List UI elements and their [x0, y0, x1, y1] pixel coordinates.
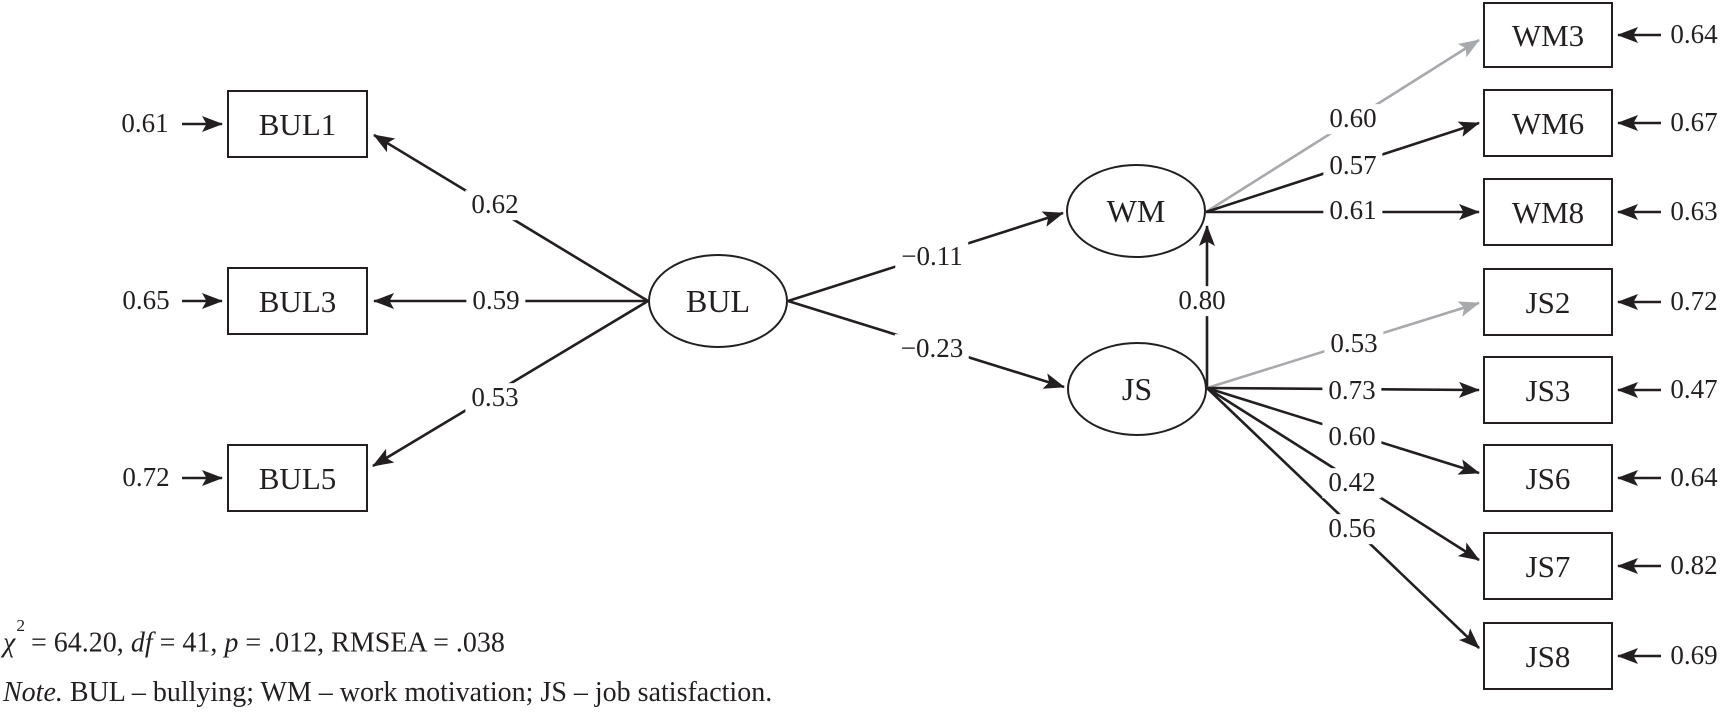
- indicator-label-js3: JS3: [1525, 372, 1571, 408]
- indicator-label-wm3: WM3: [1511, 17, 1585, 53]
- indicator-box-js8: JS8: [1483, 622, 1613, 690]
- indicator-box-wm8: WM8: [1483, 178, 1613, 246]
- error-value-bul1: 0.61: [121, 108, 169, 139]
- fit-part2: = 41,: [152, 627, 225, 659]
- indicator-label-js7: JS7: [1525, 548, 1571, 584]
- fit-part1: = 64.20,: [24, 627, 131, 659]
- indicator-label-js2: JS2: [1525, 284, 1571, 320]
- error-value-bul3: 0.65: [122, 285, 170, 316]
- error-value-wm8: 0.63: [1670, 196, 1718, 227]
- chi-symbol: χ: [3, 627, 16, 659]
- indicator-box-bul5: BUL5: [227, 444, 368, 512]
- error-value-js8: 0.69: [1670, 640, 1718, 671]
- df-symbol: df: [130, 627, 153, 659]
- indicator-box-js3: JS3: [1483, 356, 1613, 424]
- error-value-js2: 0.72: [1670, 286, 1718, 317]
- path-value-bul-js: −0.23: [894, 333, 970, 364]
- indicator-box-js2: JS2: [1483, 268, 1613, 336]
- latent-label-js: JS: [1121, 371, 1153, 407]
- fit-statistics: χ2 = 64.20, df = 41, p = .012, RMSEA = .…: [3, 616, 505, 660]
- loading-value-bul5: 0.53: [465, 382, 525, 413]
- error-value-wm3: 0.64: [1670, 19, 1718, 50]
- indicator-box-js7: JS7: [1483, 532, 1613, 600]
- loading-value-js6: 0.60: [1322, 421, 1382, 452]
- indicator-label-bul3: BUL3: [258, 283, 337, 319]
- loading-value-js7: 0.42: [1322, 467, 1382, 498]
- indicator-label-js8: JS8: [1525, 638, 1571, 674]
- loading-value-wm8: 0.61: [1323, 195, 1383, 226]
- indicator-box-bul1: BUL1: [227, 90, 368, 158]
- error-value-js3: 0.47: [1670, 374, 1718, 405]
- loading-value-js8: 0.56: [1322, 513, 1382, 544]
- indicator-label-wm8: WM8: [1511, 194, 1585, 230]
- loading-value-bul1: 0.62: [465, 189, 525, 220]
- indicator-box-bul3: BUL3: [227, 267, 368, 335]
- path-value-js-wm: 0.80: [1172, 285, 1232, 316]
- p-symbol: p: [224, 627, 239, 659]
- chi-superscript: 2: [16, 616, 26, 636]
- latent-label-wm: WM: [1106, 193, 1166, 229]
- indicator-label-bul1: BUL1: [258, 106, 337, 142]
- indicator-label-js6: JS6: [1525, 460, 1571, 496]
- error-value-js6: 0.64: [1670, 462, 1718, 493]
- indicator-box-js6: JS6: [1483, 444, 1613, 512]
- latent-ellipse-wm: WM: [1066, 164, 1206, 258]
- error-value-js7: 0.82: [1670, 550, 1718, 581]
- figure-note: Note. BUL – bullying; WM – work motivati…: [3, 677, 772, 709]
- loading-value-js3: 0.73: [1322, 375, 1382, 406]
- indicator-box-wm6: WM6: [1483, 89, 1613, 157]
- latent-label-bul: BUL: [686, 283, 750, 319]
- error-value-wm6: 0.67: [1670, 107, 1718, 138]
- error-value-bul5: 0.72: [122, 462, 170, 493]
- indicator-box-wm3: WM3: [1483, 2, 1613, 68]
- latent-ellipse-bul: BUL: [648, 254, 788, 348]
- indicator-label-wm6: WM6: [1511, 105, 1585, 141]
- fit-part3: = .012, RMSEA = .038: [238, 627, 505, 659]
- path-value-bul-wm: −0.11: [895, 241, 969, 272]
- indicator-label-bul5: BUL5: [258, 460, 337, 496]
- latent-ellipse-js: JS: [1067, 342, 1207, 436]
- loading-value-bul3: 0.59: [466, 285, 526, 316]
- loading-value-js2: 0.53: [1324, 328, 1384, 359]
- loading-value-wm3: 0.60: [1323, 103, 1383, 134]
- note-text: BUL – bullying; WM – work motivation; JS…: [62, 677, 773, 708]
- loading-value-wm6: 0.57: [1323, 150, 1383, 181]
- note-prefix: Note.: [3, 677, 63, 708]
